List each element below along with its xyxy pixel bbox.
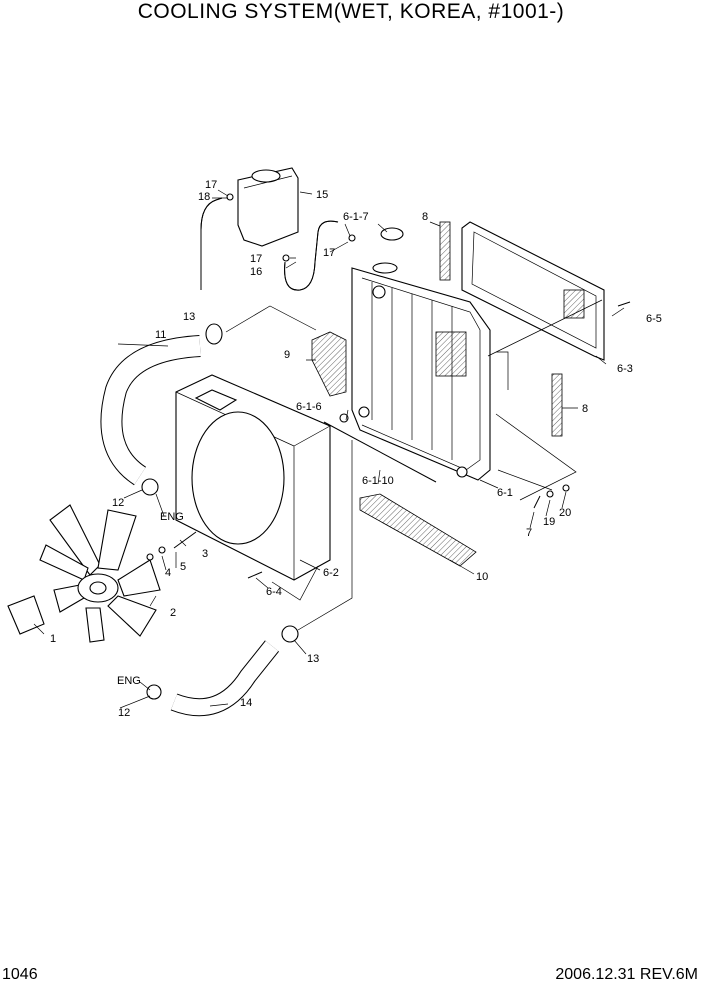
callout-18: 18 (198, 191, 210, 203)
revision-date: 2006.12.31 REV.6M (555, 966, 698, 983)
fan-bolt (173, 531, 197, 549)
radiator-bolt (533, 495, 541, 509)
fan-shroud (175, 374, 331, 581)
callout-2: 2 (170, 607, 176, 619)
callout-12-upper: 12 (112, 497, 124, 509)
callout-eng-upper: ENG (160, 511, 184, 523)
callout-10: 10 (476, 571, 488, 583)
callout-17-top: 17 (205, 179, 217, 191)
callout-6-1-7: 6-1-7 (343, 211, 369, 223)
page-number: 1046 (2, 966, 38, 983)
callout-17-mid: 17 (250, 253, 262, 265)
callout-3: 3 (202, 548, 208, 560)
callout-6-4: 6-4 (266, 586, 282, 598)
radiator-cap (380, 227, 404, 241)
callout-13-lower: 13 (307, 653, 319, 665)
leader-lines (33, 189, 625, 709)
page-title: COOLING SYSTEM(WET, KOREA, #1001-) (137, 0, 565, 23)
reservoir-tank (237, 167, 299, 247)
callout-8-upper: 8 (422, 211, 428, 223)
shroud-bolt (247, 571, 263, 579)
bracket-upper (439, 221, 451, 281)
callout-11: 11 (155, 329, 166, 341)
callout-6-2: 6-2 (323, 567, 339, 579)
bracket-lower (551, 373, 563, 437)
callout-5: 5 (180, 561, 186, 573)
callout-eng-lower: ENG (117, 675, 141, 687)
radiator (351, 262, 491, 481)
callout-1: 1 (50, 633, 56, 645)
cooler-bolt (617, 301, 631, 307)
callout-6-1-6: 6-1-6 (296, 401, 322, 413)
callout-16: 16 (250, 266, 262, 278)
fan-spacer (7, 595, 45, 635)
callout-7: 7 (526, 527, 532, 539)
callout-15: 15 (316, 189, 328, 201)
callout-14: 14 (240, 697, 252, 709)
callout-6-3: 6-3 (617, 363, 633, 375)
seal-lower (359, 493, 477, 567)
callout-20: 20 (559, 507, 571, 519)
callout-6-5: 6-5 (646, 313, 662, 325)
callout-4: 4 (165, 567, 171, 579)
callout-12-lower: 12 (118, 707, 130, 719)
callout-8-lower: 8 (582, 403, 588, 415)
oil-cooler (461, 221, 605, 361)
callout-13-upper: 13 (183, 311, 195, 323)
callout-6-1: 6-1 (497, 487, 513, 499)
seal-strip (323, 421, 437, 483)
callout-6-1-10: 6-1-10 (362, 475, 394, 487)
callout-9: 9 (284, 349, 290, 361)
callout-19: 19 (543, 516, 555, 528)
callout-17-right: 17 (323, 247, 335, 259)
cooling-fan (39, 504, 161, 643)
seal-upper (311, 331, 347, 397)
